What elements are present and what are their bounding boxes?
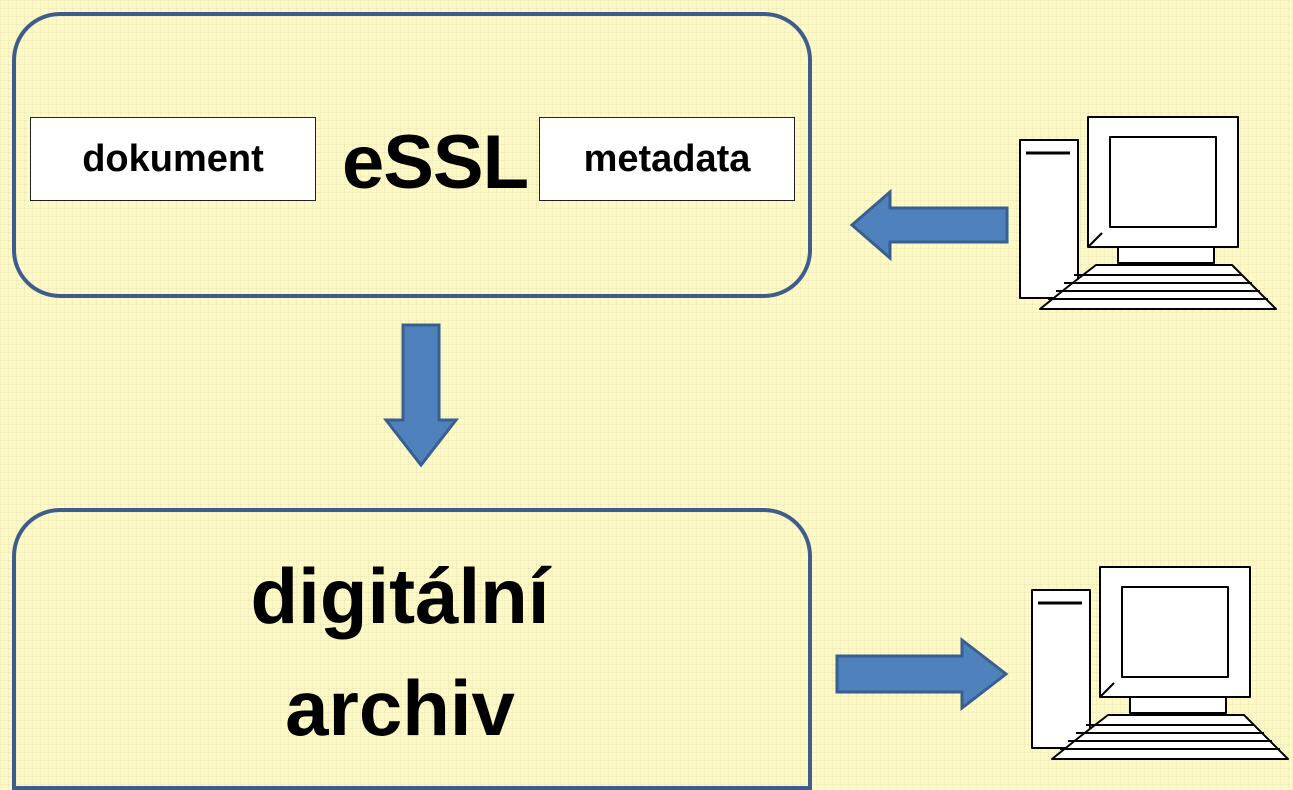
computer-icon [1019,116,1277,310]
archive-title-line2: archiv [285,664,515,752]
arrow-left-icon [849,188,1009,262]
archive-title-line1: digitální [250,552,550,640]
document-box: dokument [30,117,316,201]
digital-archive-box [12,508,812,790]
arrow-right-icon [835,636,1009,712]
computer-icon [1031,566,1289,760]
digital-archive-title: digitální archiv [100,540,700,764]
metadata-box: metadata [539,117,795,201]
metadata-label: metadata [583,137,751,180]
essl-title: eSSL [341,120,529,205]
arrow-down-icon [382,323,460,468]
document-label: dokument [82,137,264,180]
essl-box [12,12,812,298]
